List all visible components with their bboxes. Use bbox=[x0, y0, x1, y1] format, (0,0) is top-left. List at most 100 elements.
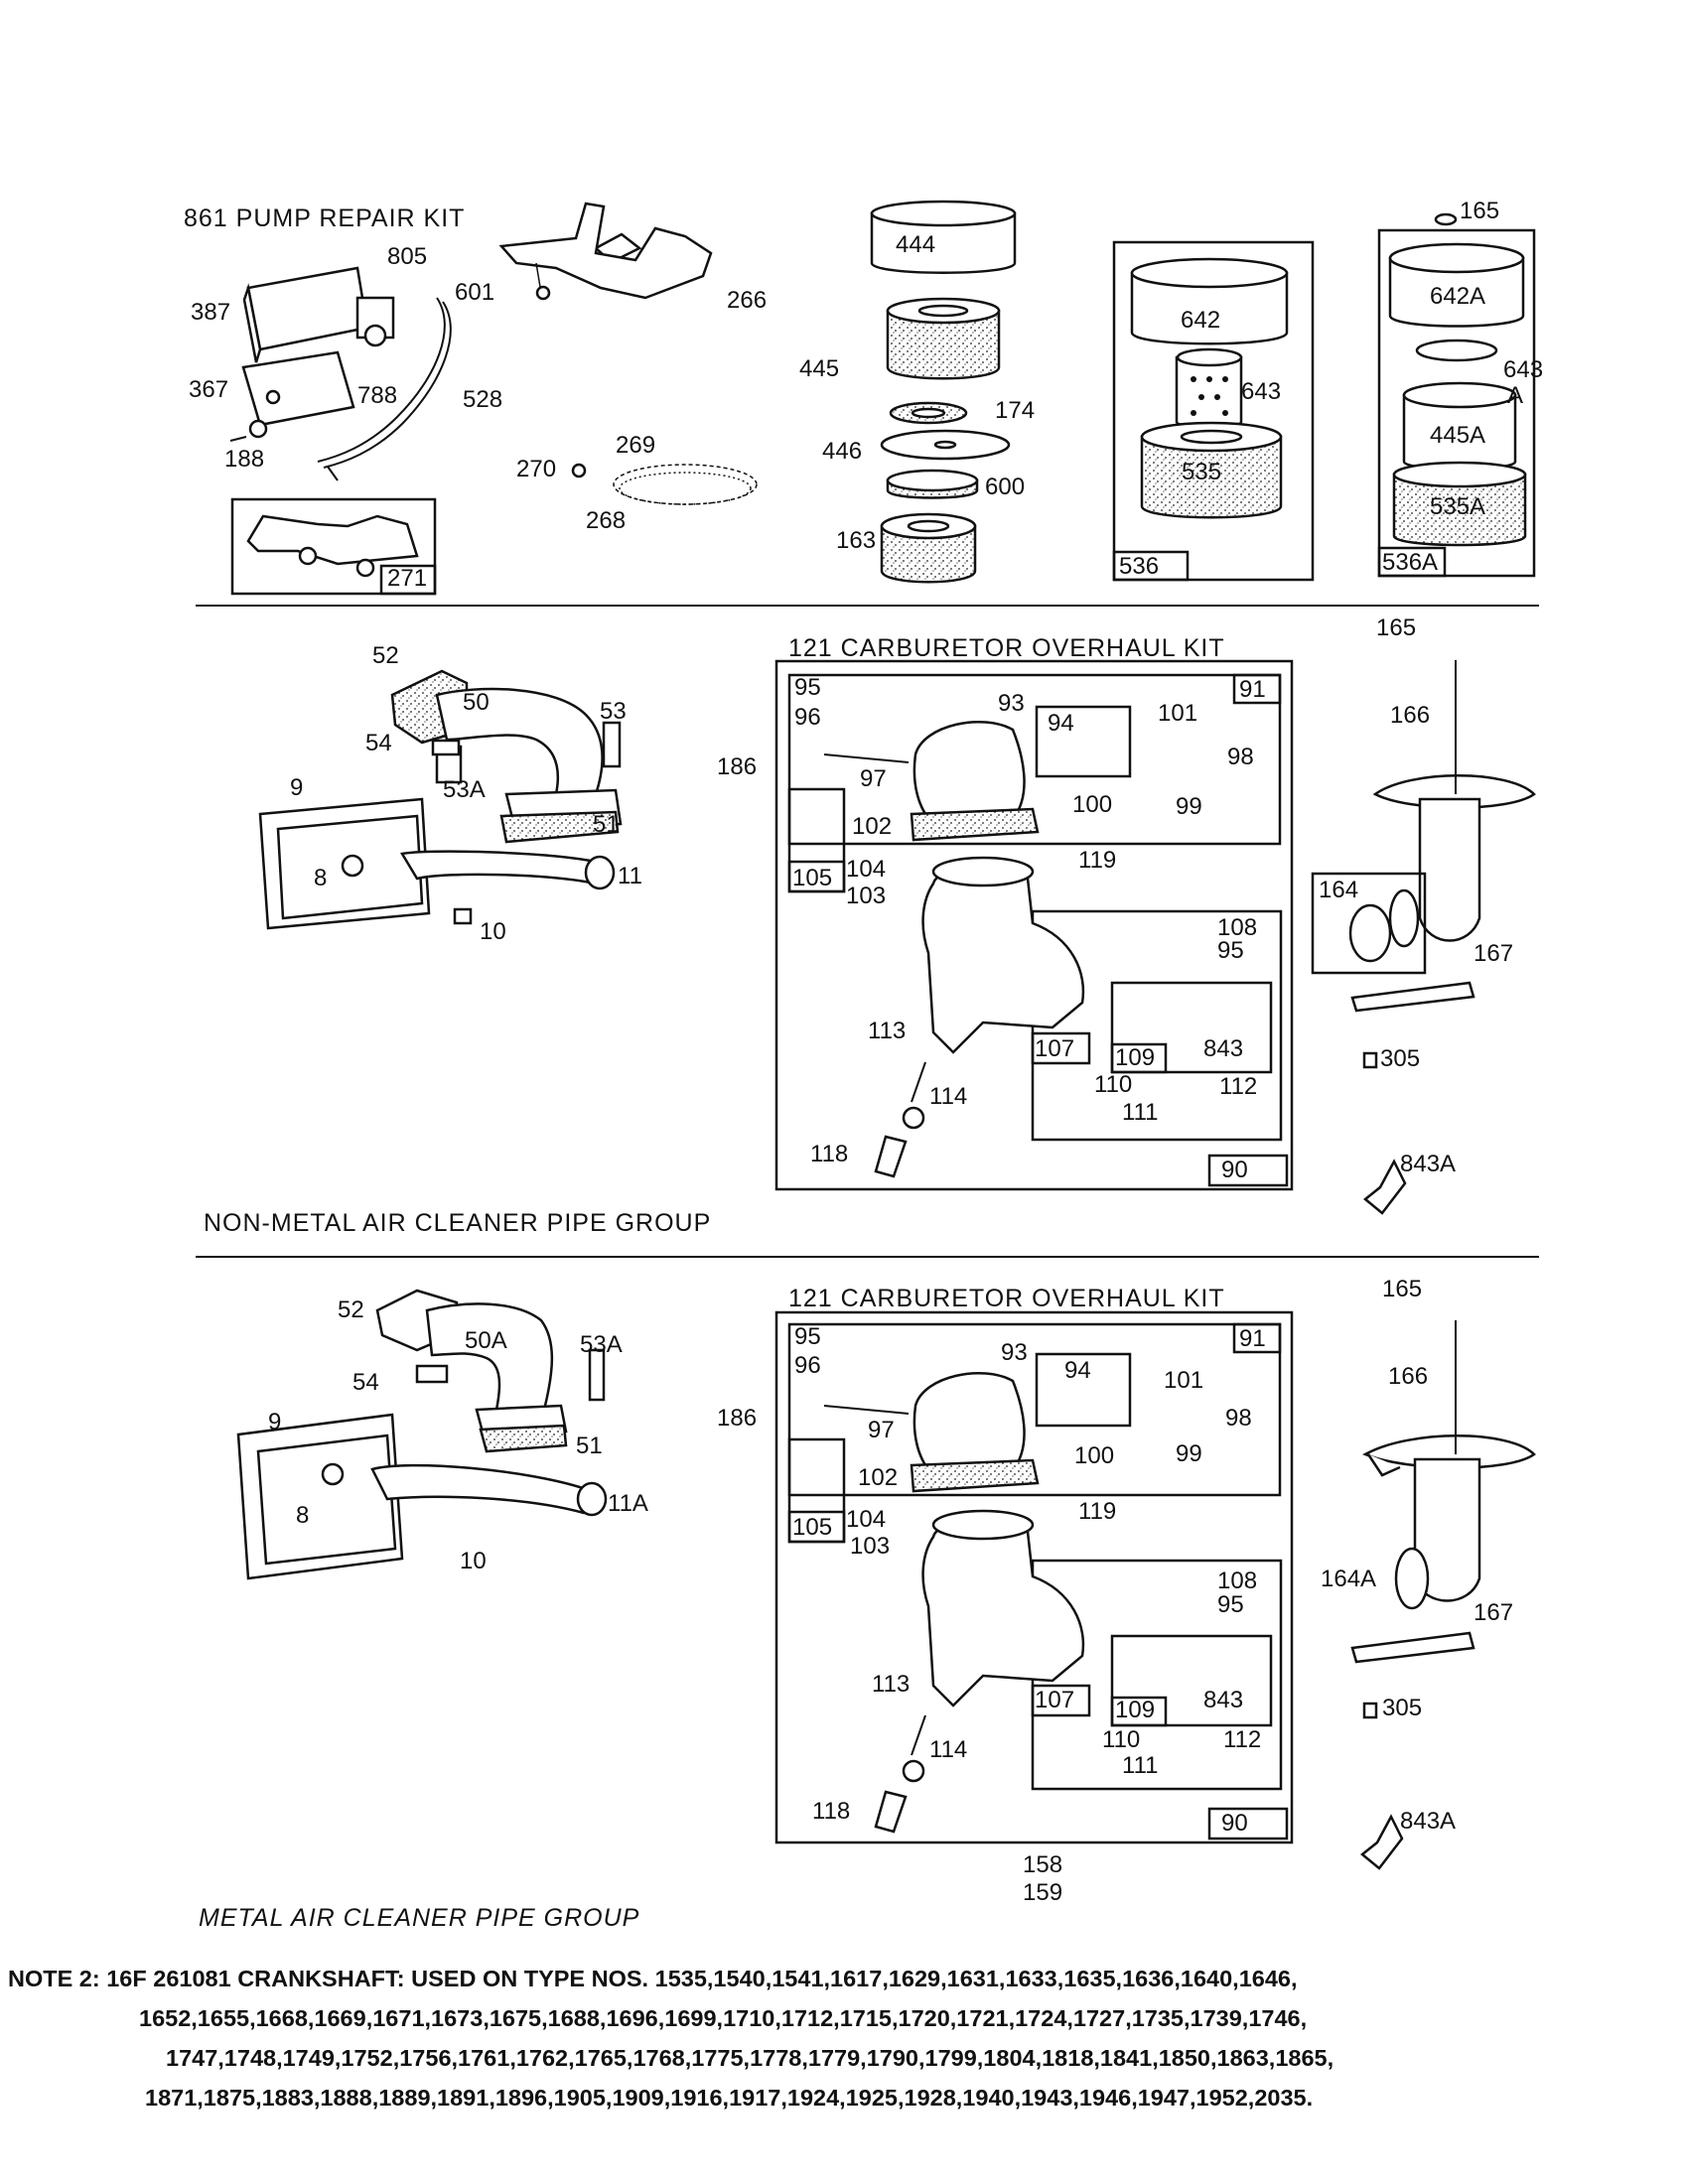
crankshaft-note-line: NOTE 2: 16F 261081 CRANKSHAFT: USED ON T… bbox=[8, 1966, 1298, 1991]
part-label: 110 bbox=[1102, 1726, 1140, 1753]
part-label: 788 bbox=[357, 382, 397, 409]
part-label: 118 bbox=[810, 1141, 848, 1167]
part-label: 103 bbox=[850, 1533, 890, 1560]
choke-bracket-bottom-drawing bbox=[1350, 1320, 1536, 1870]
part-label: 100 bbox=[1072, 791, 1112, 818]
carburetor-kit-box-bottom-drawing bbox=[774, 1310, 1294, 1844]
carburetor-kit-title: 121 CARBURETOR OVERHAUL KIT bbox=[788, 634, 1225, 662]
part-label: 643 bbox=[1503, 356, 1543, 383]
box-271 bbox=[230, 497, 437, 596]
part-label: 843 bbox=[1203, 1035, 1243, 1062]
part-label: 107 bbox=[1035, 1035, 1074, 1062]
part-label: 113 bbox=[868, 1018, 906, 1044]
part-label: 843A bbox=[1400, 1808, 1456, 1835]
carburetor-kit-box-drawing bbox=[774, 659, 1294, 1191]
pump-repair-kit-title: 861 PUMP REPAIR KIT bbox=[184, 205, 465, 232]
part-label: 111 bbox=[1122, 1099, 1158, 1126]
part-label: 536 bbox=[1119, 553, 1159, 580]
part-label: 93 bbox=[1001, 1339, 1028, 1366]
part-label: 843A bbox=[1400, 1151, 1456, 1177]
part-label: 98 bbox=[1227, 744, 1254, 770]
part-label: 108 bbox=[1217, 1568, 1257, 1594]
metal-group-caption: METAL AIR CLEANER PIPE GROUP bbox=[199, 1904, 639, 1932]
part-label: 104 bbox=[846, 856, 886, 883]
part-label: 164A bbox=[1321, 1566, 1376, 1592]
part-label: 104 bbox=[846, 1506, 886, 1533]
part-label: 119 bbox=[1078, 847, 1116, 874]
part-label: 109 bbox=[1115, 1697, 1155, 1723]
part-label: 112 bbox=[1219, 1073, 1257, 1100]
part-label: 167 bbox=[1474, 940, 1513, 967]
part-label: 52 bbox=[338, 1297, 364, 1323]
part-label: 97 bbox=[860, 765, 887, 792]
metal-intake-pipe-group-drawing bbox=[236, 1289, 608, 1580]
part-label: 114 bbox=[929, 1083, 967, 1110]
crankshaft-note-line: 1871,1875,1883,1888,1889,1891,1896,1905,… bbox=[145, 2085, 1314, 2111]
part-label: 266 bbox=[727, 287, 767, 314]
part-label: 91 bbox=[1239, 1325, 1266, 1352]
part-label: 107 bbox=[1035, 1687, 1074, 1713]
middle-section: 121 CARBURETOR OVERHAUL KIT bbox=[204, 614, 1536, 1237]
part-label: 536A bbox=[1382, 549, 1438, 576]
part-label: 269 bbox=[616, 432, 655, 459]
part-label: 167 bbox=[1474, 1599, 1513, 1626]
part-label: 535 bbox=[1182, 459, 1221, 485]
part-label: 387 bbox=[191, 299, 230, 326]
part-label: 90 bbox=[1221, 1810, 1248, 1837]
part-label: 95 bbox=[1217, 1591, 1244, 1618]
bottom-section: 121 CARBURETOR OVERHAUL KIT bbox=[199, 1276, 1536, 1932]
part-label: 8 bbox=[314, 865, 327, 891]
part-label: 95 bbox=[1217, 937, 1244, 964]
box-536a bbox=[1377, 212, 1536, 578]
part-label: 528 bbox=[463, 386, 502, 413]
part-label: 50A bbox=[465, 1327, 507, 1354]
crankshaft-note-line: 1652,1655,1668,1669,1671,1673,1675,1688,… bbox=[139, 2005, 1308, 2031]
part-label: 119 bbox=[1078, 1498, 1116, 1525]
part-label: 166 bbox=[1390, 702, 1430, 729]
part-label: 11 bbox=[618, 863, 642, 889]
part-label: 188 bbox=[224, 446, 264, 473]
part-label: 95 bbox=[794, 1323, 821, 1350]
part-label: 96 bbox=[794, 1352, 821, 1379]
part-label: 93 bbox=[998, 690, 1025, 717]
part-label: 165 bbox=[1382, 1276, 1422, 1302]
part-label: 10 bbox=[480, 918, 506, 945]
part-label: 271 bbox=[387, 565, 427, 592]
part-label: 642A bbox=[1430, 283, 1485, 310]
part-label: 9 bbox=[290, 774, 303, 801]
part-label: 600 bbox=[985, 474, 1025, 500]
part-label: 114 bbox=[929, 1736, 967, 1763]
part-label: 110 bbox=[1094, 1071, 1132, 1098]
part-label: 91 bbox=[1239, 676, 1266, 703]
part-label: 97 bbox=[868, 1417, 895, 1443]
clip-268-drawing bbox=[571, 463, 758, 505]
part-label: 186 bbox=[717, 753, 757, 780]
part-label: 94 bbox=[1048, 710, 1074, 737]
part-label: 174 bbox=[995, 397, 1035, 424]
part-label: 105 bbox=[792, 1514, 832, 1541]
part-label: 52 bbox=[372, 642, 399, 669]
part-label: 446 bbox=[822, 438, 862, 465]
part-label: 105 bbox=[792, 865, 832, 891]
part-label: 643 bbox=[1241, 378, 1281, 405]
part-label: 53A bbox=[443, 776, 486, 803]
air-cleaner-stack-drawing bbox=[870, 200, 1017, 584]
part-label: 94 bbox=[1064, 1357, 1091, 1384]
part-label: 90 bbox=[1221, 1157, 1248, 1183]
part-label: 164 bbox=[1319, 877, 1358, 903]
choke-bracket-drawing bbox=[1311, 660, 1536, 1215]
part-label: 54 bbox=[352, 1369, 379, 1396]
part-label: 95 bbox=[794, 674, 821, 701]
part-label: 166 bbox=[1388, 1363, 1428, 1390]
part-label: 113 bbox=[872, 1671, 910, 1698]
part-label: 108 bbox=[1217, 914, 1257, 941]
part-label: 642 bbox=[1181, 307, 1220, 334]
part-label: 102 bbox=[858, 1464, 898, 1491]
part-label: 165 bbox=[1460, 198, 1499, 224]
part-label: 445A bbox=[1430, 422, 1485, 449]
crankshaft-note-line: 1747,1748,1749,1752,1756,1761,1762,1765,… bbox=[166, 2045, 1334, 2071]
part-label: 843 bbox=[1203, 1687, 1243, 1713]
part-label: 159 bbox=[1023, 1879, 1062, 1906]
part-label: 54 bbox=[365, 730, 392, 756]
